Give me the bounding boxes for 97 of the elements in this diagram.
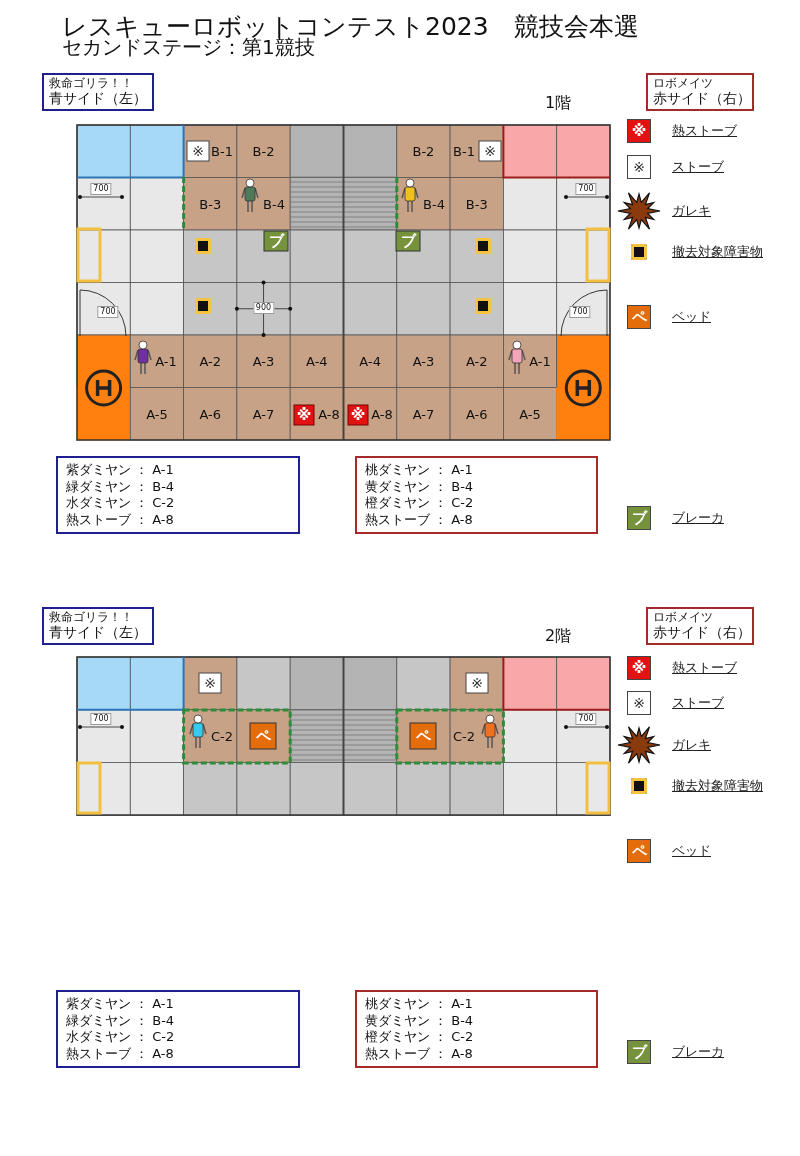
legend-label: ガレキ <box>672 737 711 753</box>
legend-label: 熱ストーブ <box>672 660 737 676</box>
assignment-text: 紫ダミヤン ： A-1 <box>66 462 175 479</box>
assignment-text: 緑ダミヤン ： B-4 <box>66 478 176 495</box>
dimension-label: 700 <box>90 183 112 195</box>
symbol-label: ※ <box>633 696 645 710</box>
legend-label: 熱ストーブ <box>672 123 737 139</box>
team-name: ロボメイツ <box>653 77 714 90</box>
legend-label: ブレーカ <box>672 1044 724 1060</box>
dimension-label: 700 <box>90 713 112 725</box>
team-box <box>42 607 154 645</box>
assignment-text: 水ダミヤン ： C-2 <box>66 495 176 512</box>
dimension-label: 700 <box>575 183 597 195</box>
team-name: 救命ゴリラ！！ <box>49 611 134 624</box>
cell-label: B-3 <box>465 197 488 211</box>
legend-label: ガレキ <box>672 203 711 219</box>
symbol-label: ※ <box>631 660 647 676</box>
assignment-text: 熱ストーブ ： A-8 <box>66 511 175 528</box>
assignment-text: 熱ストーブ ： A-8 <box>66 1045 175 1062</box>
cell-label: C-2 <box>211 729 233 743</box>
symbol-label: ※ <box>192 144 204 158</box>
cell-label: A-7 <box>412 407 435 421</box>
legend-label: ベッド <box>672 843 711 859</box>
symbol-label: ※ <box>633 160 645 174</box>
symbol-label: ペ <box>255 728 271 744</box>
cell-label: B-1 <box>211 144 233 158</box>
assignment-text: 熱ストーブ ： A-8 <box>365 1045 474 1062</box>
cell-label: A-8 <box>318 407 340 421</box>
assignment-box <box>56 990 300 1068</box>
symbol-label: ※ <box>631 123 647 139</box>
dimension-label: 900 <box>252 302 275 314</box>
symbol-label: ブ <box>631 1044 647 1060</box>
assignment-text: 水ダミヤン ： C-2 <box>66 1029 176 1046</box>
symbol-label: ※ <box>204 676 216 690</box>
symbol-label: ペ <box>631 843 647 859</box>
cell-label: B-2 <box>412 144 435 158</box>
cell-label: B-4 <box>423 197 445 211</box>
dimension-label: 700 <box>575 713 597 725</box>
assignment-text: 緑ダミヤン ： B-4 <box>66 1012 176 1029</box>
symbol-label: ブ <box>631 510 647 526</box>
legend-label: ブレーカ <box>672 510 724 526</box>
side-label: 青サイド（左） <box>49 90 147 107</box>
assignment-text: 黄ダミヤン ： B-4 <box>365 1012 475 1029</box>
team-box <box>42 73 154 111</box>
symbol-label: ブ <box>268 233 284 249</box>
cell-label: A-6 <box>465 407 488 421</box>
side-label: 赤サイド（右） <box>653 90 747 107</box>
assignment-box <box>56 456 300 534</box>
cell-label: A-6 <box>199 407 222 421</box>
legend-label: ストーブ <box>672 695 724 711</box>
symbol-label: ※ <box>484 144 496 158</box>
cell-label: B-1 <box>453 144 475 158</box>
symbol-label: ブ <box>400 233 416 249</box>
symbol-label: ※ <box>296 407 312 423</box>
legend-label: ベッド <box>672 309 711 325</box>
assignment-text: 紫ダミヤン ： A-1 <box>66 996 175 1013</box>
symbol-label: ペ <box>415 728 431 744</box>
assignment-text: 橙ダミヤン ： C-2 <box>365 1029 475 1046</box>
dimension-label: 700 <box>569 306 591 318</box>
team-name: ロボメイツ <box>653 611 714 624</box>
legend-label: ストーブ <box>672 159 724 175</box>
assignment-text: 黄ダミヤン ： B-4 <box>365 478 475 495</box>
team-name: 救命ゴリラ！！ <box>49 77 134 90</box>
cell-label: A-5 <box>519 407 541 421</box>
cell-label: A-3 <box>412 354 435 368</box>
assignment-text: 桃ダミヤン ： A-1 <box>365 996 474 1013</box>
floor-label: 2階 <box>544 628 572 644</box>
cell-label: A-3 <box>252 354 275 368</box>
cell-label: A-2 <box>199 354 222 368</box>
cell-label: A-4 <box>359 354 381 368</box>
symbol-label: ※ <box>350 407 366 423</box>
assignment-text: 熱ストーブ ： A-8 <box>365 511 474 528</box>
symbol-label: ※ <box>471 676 483 690</box>
cell-label: A-2 <box>465 354 488 368</box>
cell-label: A-7 <box>252 407 275 421</box>
cell-label: A-1 <box>155 354 177 368</box>
legend-label: 撤去対象障害物 <box>672 244 763 260</box>
side-label: 青サイド（左） <box>49 624 147 641</box>
cell-label: C-2 <box>453 729 475 743</box>
cell-label: B-3 <box>199 197 222 211</box>
cell-label: A-5 <box>146 407 168 421</box>
dimension-label: 700 <box>97 306 119 318</box>
cell-label: A-8 <box>371 407 393 421</box>
cell-label: A-1 <box>529 354 551 368</box>
side-label: 赤サイド（右） <box>653 624 747 641</box>
cell-label: B-2 <box>252 144 275 158</box>
team-box <box>646 73 754 111</box>
assignment-box <box>355 990 598 1068</box>
legend-label: 撤去対象障害物 <box>672 778 763 794</box>
symbol-label: ペ <box>631 309 647 325</box>
assignment-box <box>355 456 598 534</box>
assignment-text: 桃ダミヤン ： A-1 <box>365 462 474 479</box>
team-box <box>646 607 754 645</box>
cell-label: A-4 <box>306 354 328 368</box>
cell-label: B-4 <box>263 197 285 211</box>
floor-label: 1階 <box>544 95 572 111</box>
assignment-text: 橙ダミヤン ： C-2 <box>365 495 475 512</box>
